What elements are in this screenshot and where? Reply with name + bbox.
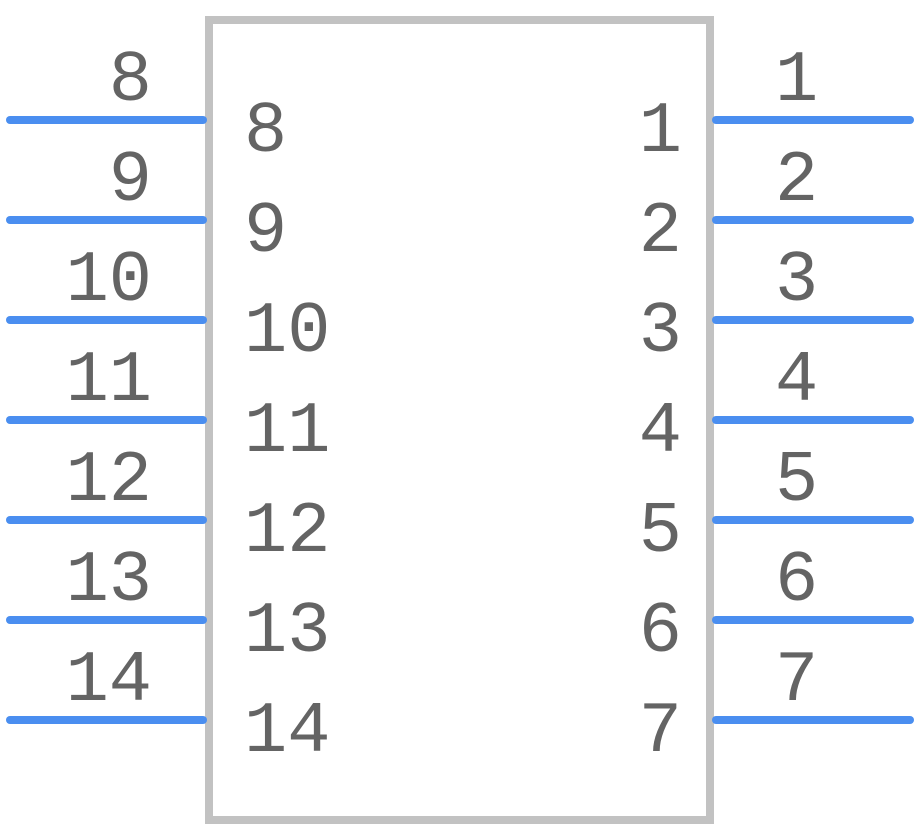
- pin-number-3: 3: [775, 240, 818, 322]
- pin-number-9: 9: [109, 140, 152, 222]
- pin-name-8: 8: [244, 91, 287, 173]
- pin-number-13: 13: [66, 540, 152, 622]
- pin-number-2: 2: [775, 140, 818, 222]
- left-pin-group: 8 8 9 9 10 10 11 11 12 12 13 13 14 14: [6, 40, 330, 773]
- pin-name-13: 13: [244, 591, 330, 673]
- pin-number-10: 10: [66, 240, 152, 322]
- pin-name-9: 9: [244, 191, 287, 273]
- pin-number-1: 1: [775, 40, 818, 122]
- pin-number-4: 4: [775, 340, 818, 422]
- pin-number-5: 5: [775, 440, 818, 522]
- pin-name-14: 14: [244, 691, 330, 773]
- pin-number-7: 7: [775, 640, 818, 722]
- pin-name-12: 12: [244, 491, 330, 573]
- pin-name-4: 4: [639, 391, 682, 473]
- pin-name-10: 10: [244, 291, 330, 373]
- pin-name-11: 11: [244, 391, 330, 473]
- pin-name-7: 7: [639, 691, 682, 773]
- pin-name-6: 6: [639, 591, 682, 673]
- pin-number-12: 12: [66, 440, 152, 522]
- pin-name-2: 2: [639, 191, 682, 273]
- right-pin-group: 1 1 2 2 3 3 4 4 5 5 6 6 7 7: [639, 40, 914, 773]
- pin-number-14: 14: [66, 640, 152, 722]
- pin-name-3: 3: [639, 291, 682, 373]
- pin-number-11: 11: [66, 340, 152, 422]
- pin-name-1: 1: [639, 91, 682, 173]
- component-body: [205, 16, 714, 824]
- pin-number-6: 6: [775, 540, 818, 622]
- pin-name-5: 5: [639, 491, 682, 573]
- pin-number-8: 8: [109, 40, 152, 122]
